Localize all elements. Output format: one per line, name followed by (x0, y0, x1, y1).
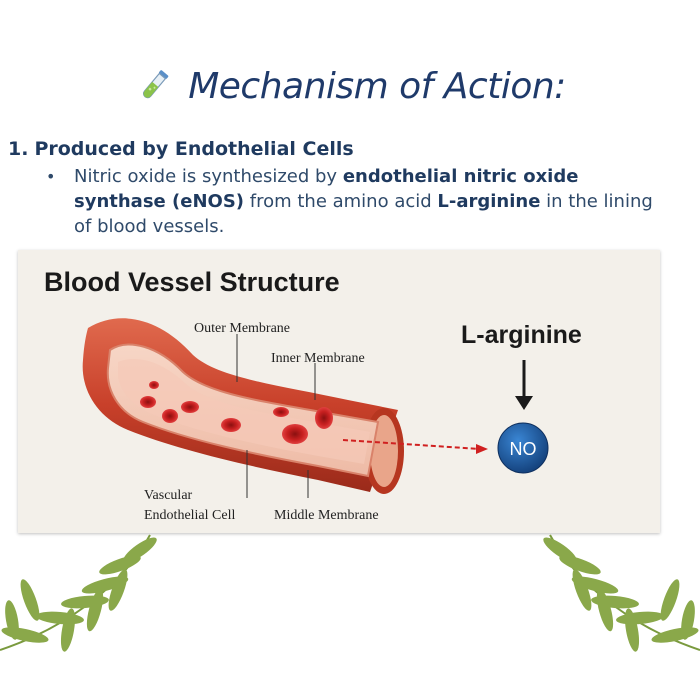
bullet-text-part: in the lining of blood vessels. (74, 191, 653, 237)
bullet-bold-larginine: L-arginine (437, 191, 541, 212)
bullet-bold-enos: endothelial nitric oxide synthase (eNOS) (74, 166, 579, 212)
point-title: Produced by Endothelial Cells (34, 138, 354, 160)
label-l-arginine: L-arginine (461, 321, 582, 349)
bullet-dot: • (46, 167, 56, 186)
label-outer-membrane: Outer Membrane (194, 321, 290, 336)
no-badge (497, 422, 549, 474)
slide-title-row: Mechanism of Action: (0, 58, 700, 114)
red-blood-cells (140, 381, 333, 444)
leaf-branch-left (0, 534, 157, 652)
label-vascular: Vascular (144, 488, 193, 503)
bullet-text-part: Nitric oxide is synthesized by (74, 166, 343, 187)
arrow-right-icon (476, 444, 488, 454)
arrow-down-icon (515, 396, 533, 410)
label-endothelial-cell: Endothelial Cell (144, 508, 235, 523)
blood-vessel-illustration: Blood Vessel Structure Outer Membrane (44, 267, 582, 523)
bullet-text-part: from the amino acid (244, 191, 438, 212)
bullet-text: Nitric oxide is synthesized by endotheli… (74, 164, 656, 239)
bullet-item: • Nitric oxide is synthesized by endothe… (46, 164, 656, 239)
blood-vessel-figure: Blood Vessel Structure Outer Membrane (18, 250, 660, 533)
point-number: 1. (8, 138, 29, 160)
point-heading: 1.Produced by Endothelial Cells (8, 138, 354, 160)
decorative-leaves (0, 534, 700, 652)
label-middle-membrane: Middle Membrane (274, 508, 379, 523)
label-inner-membrane: Inner Membrane (271, 351, 365, 366)
test-tube-icon (143, 70, 169, 99)
no-badge-label: NO (510, 439, 537, 459)
figure-title: Blood Vessel Structure (44, 267, 340, 297)
dashed-arrow-line (342, 439, 481, 450)
label-leader-lines (236, 334, 316, 498)
leaf-branch-right (543, 534, 700, 652)
slide-title: Mechanism of Action: (188, 65, 566, 107)
